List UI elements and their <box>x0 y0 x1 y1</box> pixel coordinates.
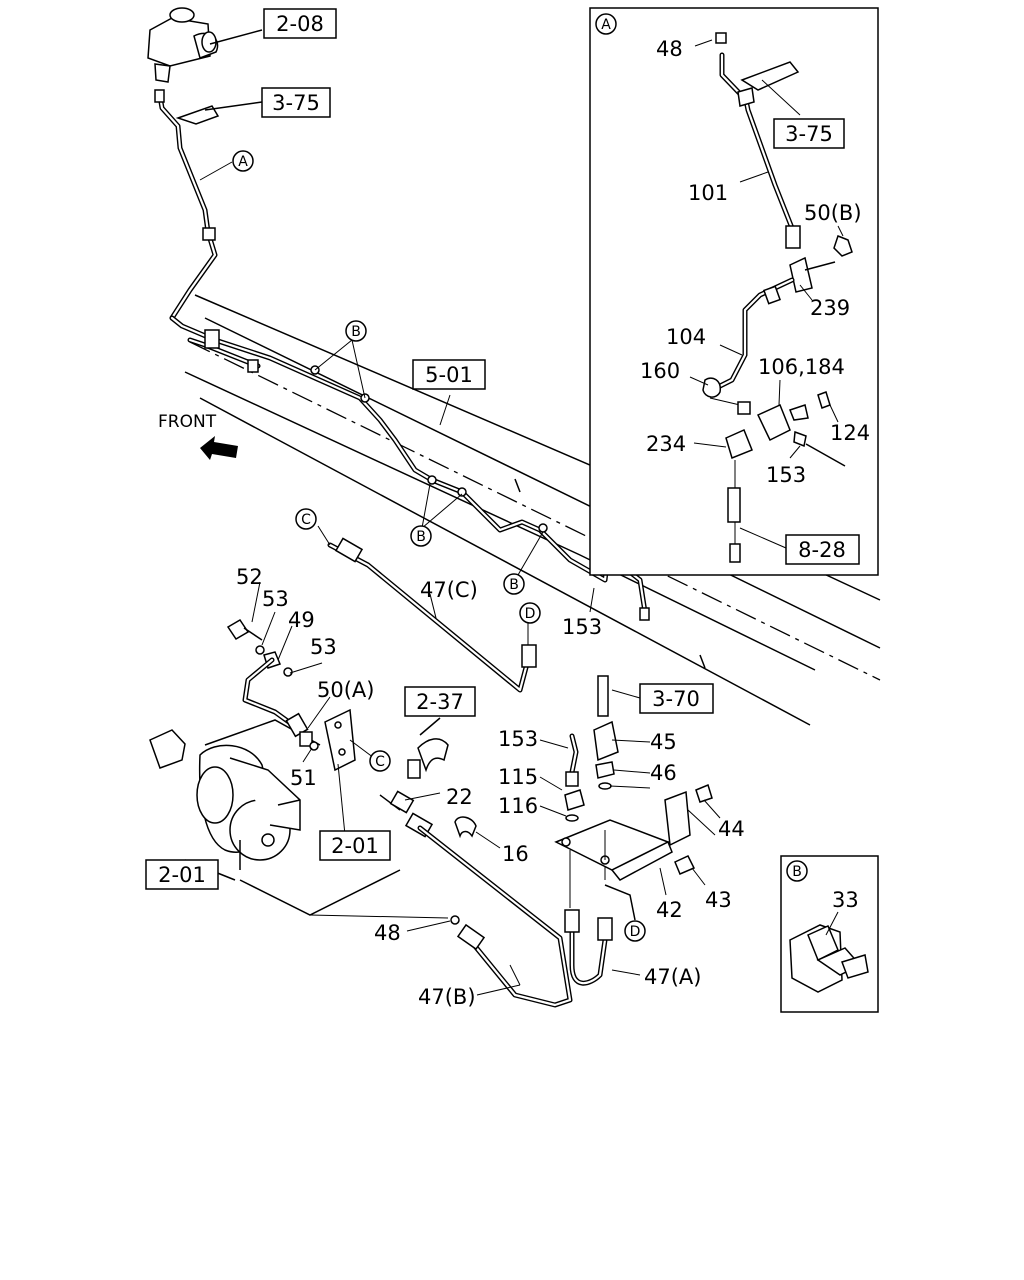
detail-a-label-124: 124 <box>830 421 870 445</box>
label-52: 52 <box>236 565 263 589</box>
svg-text:2-37: 2-37 <box>416 690 464 714</box>
ref-box-8-28: 8-28 <box>785 534 860 565</box>
svg-text:3-70: 3-70 <box>652 687 700 711</box>
ref-box-3-70: 3-70 <box>639 683 714 714</box>
circle-marker-a-detail: A <box>595 13 617 35</box>
leader-lines <box>199 161 595 613</box>
svg-text:3-75: 3-75 <box>785 122 833 146</box>
detail-a-label-48: 48 <box>656 37 683 61</box>
clutch-booster <box>149 719 449 919</box>
svg-text:3-75: 3-75 <box>272 91 320 115</box>
label-44: 44 <box>718 817 745 841</box>
svg-text:C: C <box>375 754 385 770</box>
detail-a-label-234: 234 <box>646 432 686 456</box>
circle-marker-c-2: C <box>369 750 391 772</box>
svg-text:B: B <box>351 324 361 340</box>
detail-a-label-106-184: 106,184 <box>758 355 845 379</box>
svg-text:A: A <box>238 154 248 170</box>
svg-text:5-01: 5-01 <box>425 363 473 387</box>
svg-text:2-08: 2-08 <box>276 12 324 36</box>
circle-marker-a-main: A <box>232 150 254 172</box>
label-50a: 50(A) <box>317 678 374 702</box>
ref-box-2-08: 2-08 <box>263 8 337 39</box>
ref-box-5-01: 5-01 <box>412 359 486 390</box>
label-46: 46 <box>650 761 677 785</box>
label-53-b: 53 <box>310 635 337 659</box>
label-42: 42 <box>656 898 683 922</box>
circle-marker-b-2: B <box>410 525 432 547</box>
pipe-frame-line <box>169 315 650 621</box>
hoses-47 <box>406 825 641 1008</box>
detail-a-label-153: 153 <box>766 463 806 487</box>
detail-b-label-33: 33 <box>832 888 859 912</box>
circle-marker-b-3: B <box>503 573 525 595</box>
detail-a-label-239: 239 <box>810 296 850 320</box>
label-45: 45 <box>650 730 677 754</box>
ref-box-3-75: 3-75 <box>261 87 331 118</box>
detail-a-panel <box>589 7 879 576</box>
switch-stack <box>539 675 651 860</box>
hose-fitting-22 <box>379 717 449 838</box>
circle-marker-b-1: B <box>345 320 367 342</box>
svg-text:2-01: 2-01 <box>331 834 379 858</box>
svg-text:A: A <box>601 17 611 33</box>
front-label: FRONT <box>158 412 217 432</box>
ref-box-2-01-center: 2-01 <box>319 830 391 861</box>
hose-47c <box>317 525 537 693</box>
ref-box-2-37: 2-37 <box>404 686 476 717</box>
ref-box-2-01-left: 2-01 <box>145 859 219 890</box>
label-116: 116 <box>498 794 538 818</box>
svg-text:B: B <box>509 577 519 593</box>
detail-a-label-101: 101 <box>688 181 728 205</box>
label-53: 53 <box>262 587 289 611</box>
circle-marker-d-2: D <box>624 920 646 942</box>
label-22: 22 <box>446 785 473 809</box>
label-49: 49 <box>288 608 315 632</box>
label-47a: 47(A) <box>644 965 701 989</box>
front-arrow <box>200 436 238 460</box>
master-cylinder <box>147 7 263 83</box>
detail-a-label-50b: 50(B) <box>804 201 862 225</box>
label-51: 51 <box>290 766 317 790</box>
svg-text:B: B <box>792 864 802 880</box>
svg-text:C: C <box>301 512 311 528</box>
label-153: 153 <box>562 615 602 639</box>
svg-text:D: D <box>630 924 641 940</box>
label-47c: 47(C) <box>420 578 478 602</box>
svg-text:2-01: 2-01 <box>158 863 206 887</box>
svg-text:D: D <box>525 606 536 622</box>
label-43: 43 <box>705 888 732 912</box>
hardware-left <box>226 581 331 763</box>
circle-marker-c-1: C <box>295 508 317 530</box>
detail-b-panel <box>780 855 879 1013</box>
clip-16 <box>454 816 501 849</box>
label-47b: 47(B) <box>418 985 476 1009</box>
ref-box-3-75-detail: 3-75 <box>773 118 845 149</box>
label-48: 48 <box>374 921 401 945</box>
svg-text:8-28: 8-28 <box>798 538 846 562</box>
pipe-upper <box>154 89 263 321</box>
svg-text:B: B <box>416 529 426 545</box>
detail-a-label-104: 104 <box>666 325 706 349</box>
bracket-2-01 <box>324 708 375 836</box>
label-153-b: 153 <box>498 727 538 751</box>
detail-a-label-160: 160 <box>640 359 680 383</box>
circle-marker-d-1: D <box>519 602 541 624</box>
circle-marker-b-detail: B <box>786 860 808 882</box>
label-115: 115 <box>498 765 538 789</box>
label-16: 16 <box>502 842 529 866</box>
